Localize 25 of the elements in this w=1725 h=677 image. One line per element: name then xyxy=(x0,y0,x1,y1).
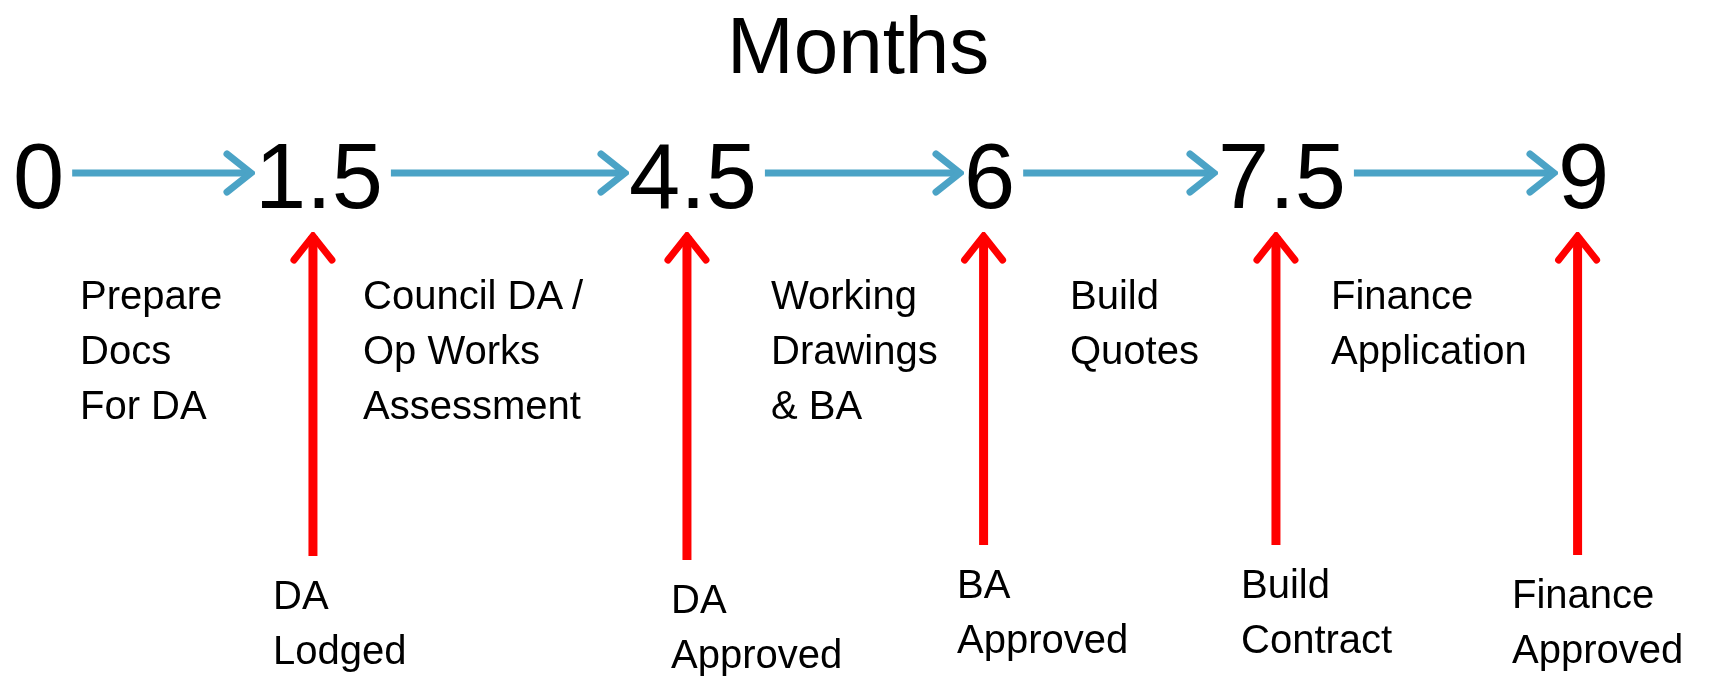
month-number: 1.5 xyxy=(255,130,383,222)
milestone-label: Build Contract xyxy=(1241,557,1401,667)
month-number: 0 xyxy=(13,130,65,222)
phase-label: Finance Application xyxy=(1331,272,1528,374)
arrow xyxy=(1353,150,1558,196)
arrow xyxy=(961,232,1007,545)
phase-label: Prepare Docs For DA xyxy=(80,272,224,429)
month-number: 7.5 xyxy=(1218,130,1346,222)
arrow xyxy=(664,232,710,560)
phase-label: Build Quotes xyxy=(1070,272,1200,374)
chart-title: Months xyxy=(727,6,990,86)
arrow xyxy=(764,150,964,196)
arrow xyxy=(290,232,336,556)
arrow xyxy=(1253,232,1299,545)
month-number: 6 xyxy=(964,130,1016,222)
phase-label: Council DA / Op Works Assessment xyxy=(363,272,585,429)
milestone-label: DA Lodged xyxy=(273,568,413,677)
milestone-label: DA Approved xyxy=(671,572,851,677)
month-number: 9 xyxy=(1558,130,1610,222)
arrow xyxy=(390,150,629,196)
phase-label: Working Drawings & BA xyxy=(771,272,939,429)
arrow xyxy=(1555,232,1601,555)
milestone-label: Finance Approved xyxy=(1512,567,1692,677)
month-number: 4.5 xyxy=(629,130,757,222)
milestone-label: BA Approved xyxy=(957,557,1137,667)
